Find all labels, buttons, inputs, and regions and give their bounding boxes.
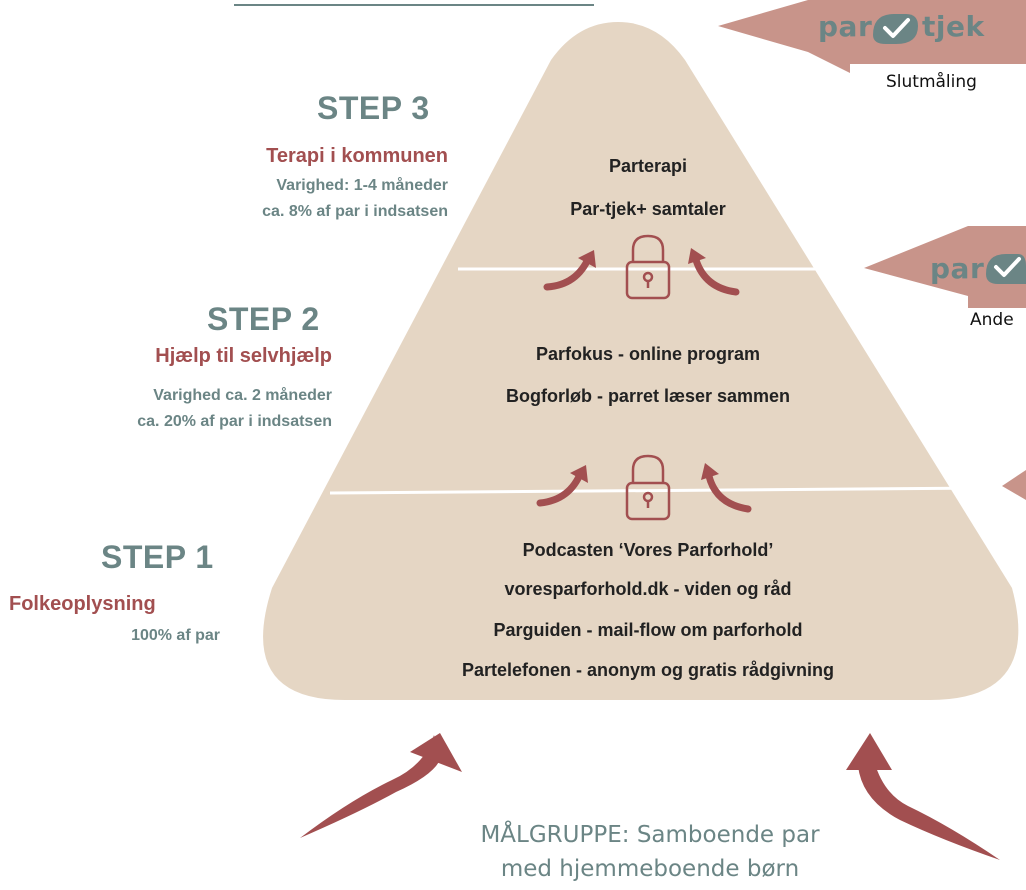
small-arrow-right-mid [705, 472, 752, 513]
target-group-line1: MÅLGRUPPE: Samboende par [480, 822, 820, 848]
tier1-item: Parguiden - mail-flow om parforhold [493, 620, 803, 640]
step3-subtitle: Terapi i kommunen [266, 145, 448, 167]
pyramid-shape [263, 22, 1019, 700]
tier2-item: Parfokus - online program [535, 344, 761, 364]
step2-duration: Varighed ca. 2 måneder [153, 387, 332, 404]
flag2-logo-left: par [930, 252, 985, 285]
tier3-item: Par-tjek+ samtaler [570, 199, 726, 219]
small-arrow-right-top [692, 256, 740, 296]
check-badge-icon-top [873, 14, 918, 44]
flag1-label: Slutmåling [886, 72, 977, 92]
step1-share: 100% af par [131, 627, 220, 644]
lock-icon-mid [625, 454, 671, 521]
step3-title: STEP 3 [317, 90, 430, 126]
big-arrow-left [300, 735, 440, 838]
flag1-logo-left: par [818, 10, 873, 43]
top-underline [234, 0, 594, 6]
step2-share: ca. 20% af par i indsatsen [137, 413, 332, 430]
target-group-line2: med hjemmeboende børn [500, 856, 800, 882]
check-badge-icon-mid [986, 254, 1026, 284]
step3-share: ca. 8% af par i indsatsen [262, 203, 448, 220]
tier3-item: Parterapi [608, 156, 688, 176]
flag2-label: Ande [970, 310, 1014, 330]
partjek-flag-top [718, 0, 1026, 73]
tier1-item: Podcasten ‘Vores Parforhold’ [522, 540, 774, 560]
lock-icon-top [625, 234, 671, 300]
step2-title: STEP 2 [207, 301, 320, 337]
flag1-logo-right: tjek [922, 10, 985, 43]
big-arrow-right [858, 740, 1000, 860]
step3-duration: Varighed: 1-4 måneder [276, 177, 448, 194]
partjek-flag-mid [864, 226, 1026, 308]
step1-subtitle: Folkeoplysning [9, 593, 156, 615]
step2-subtitle: Hjælp til selvhjælp [155, 345, 332, 367]
partjek-flag-low [1002, 470, 1026, 500]
tier1-item: voresparforhold.dk - viden og råd [504, 579, 792, 599]
step1-title: STEP 1 [101, 539, 214, 575]
tier2-item: Bogforløb - parret læser sammen [505, 386, 791, 406]
tier1-item: Partelefonen - anonym og gratis rådgivni… [461, 660, 835, 680]
divider-bottom [329, 486, 991, 495]
